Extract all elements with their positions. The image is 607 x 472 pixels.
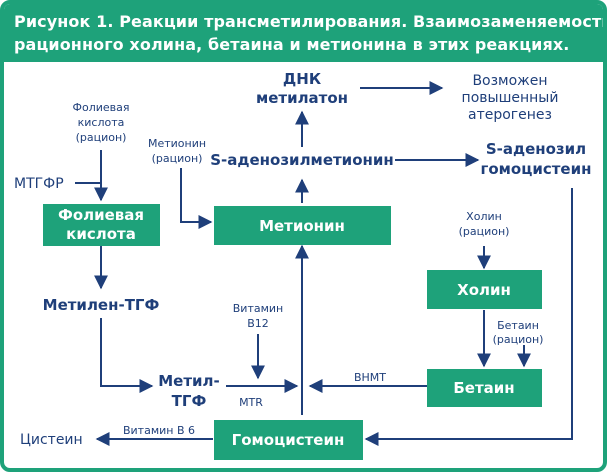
folic-diet-line-1: Фолиевая <box>73 101 130 114</box>
figure-title-line-1: Рисунок 1. Реакции трансметилирования. В… <box>14 12 607 31</box>
sah-line-1: S-аденозил <box>486 140 586 158</box>
box-methionine-label: Метионин <box>259 217 345 235</box>
box-folic-acid: Фолиевая кислота <box>43 204 160 246</box>
arrow-methionine-diet-to-methionine <box>180 168 213 229</box>
betaine-diet-line-2: (рацион) <box>493 333 544 346</box>
box-folic-acid-line-1: Фолиевая <box>58 206 144 224</box>
title-bar: Рисунок 1. Реакции трансметилирования. В… <box>4 4 607 62</box>
mtr-label: MTR <box>239 396 263 409</box>
atherogenesis-line-1: Возможен <box>472 73 547 89</box>
cysteine-label: Цистеин <box>20 432 83 448</box>
sam-label: S-аденозилметионин <box>210 151 394 169</box>
folic-diet-line-3: (рацион) <box>76 131 127 144</box>
choline-diet-line-1: Холин <box>466 210 502 223</box>
figure-title-line-2: рационного холина, бетаина и метионина в… <box>14 35 570 54</box>
vitamin-b12-line-1: Витамин <box>233 302 283 315</box>
choline-diet-line-2: (рацион) <box>459 225 510 238</box>
box-betaine-label: Бетаин <box>453 379 514 397</box>
methyl-tgf-line-2: ТГФ <box>172 392 207 410</box>
box-betaine: Бетаин <box>427 369 542 407</box>
sah-line-2: гомоцистеин <box>481 160 592 178</box>
box-choline-label: Холин <box>457 281 511 299</box>
box-homocysteine: Гомоцистеин <box>214 420 363 460</box>
folic-diet-line-2: кислота <box>78 116 125 129</box>
labels: Фолиевая кислота (рацион) МТГФР Метилен-… <box>14 70 591 448</box>
bhmt-label: BHMT <box>354 371 386 384</box>
box-folic-acid-line-2: кислота <box>66 225 136 243</box>
vitamin-b12-line-2: B12 <box>247 317 269 330</box>
arrows <box>75 81 573 446</box>
methyl-tgf-line-1: Метил- <box>158 372 220 390</box>
dna-methylation-line-2: метилатон <box>256 89 348 107</box>
methionine-diet-line-2: (рацион) <box>152 152 203 165</box>
mtgfr-label: МТГФР <box>14 176 64 192</box>
arrow-sah-to-homocysteine <box>364 188 573 446</box>
vitamin-b6-label: Витамин B 6 <box>123 424 195 437</box>
methylene-tgf-label: Метилен-ТГФ <box>43 296 160 314</box>
box-methionine: Метионин <box>214 206 391 245</box>
atherogenesis-line-2: повышенный <box>462 90 559 106</box>
betaine-diet-line-1: Бетаин <box>497 319 539 332</box>
arrow-methylene-to-methyl <box>100 318 154 393</box>
dna-methylation-line-1: ДНК <box>283 70 322 88</box>
box-choline: Холин <box>427 270 542 309</box>
methionine-diet-line-1: Метионин <box>148 137 206 150</box>
box-homocysteine-label: Гомоцистеин <box>232 431 345 449</box>
atherogenesis-line-3: атерогенез <box>468 107 552 123</box>
